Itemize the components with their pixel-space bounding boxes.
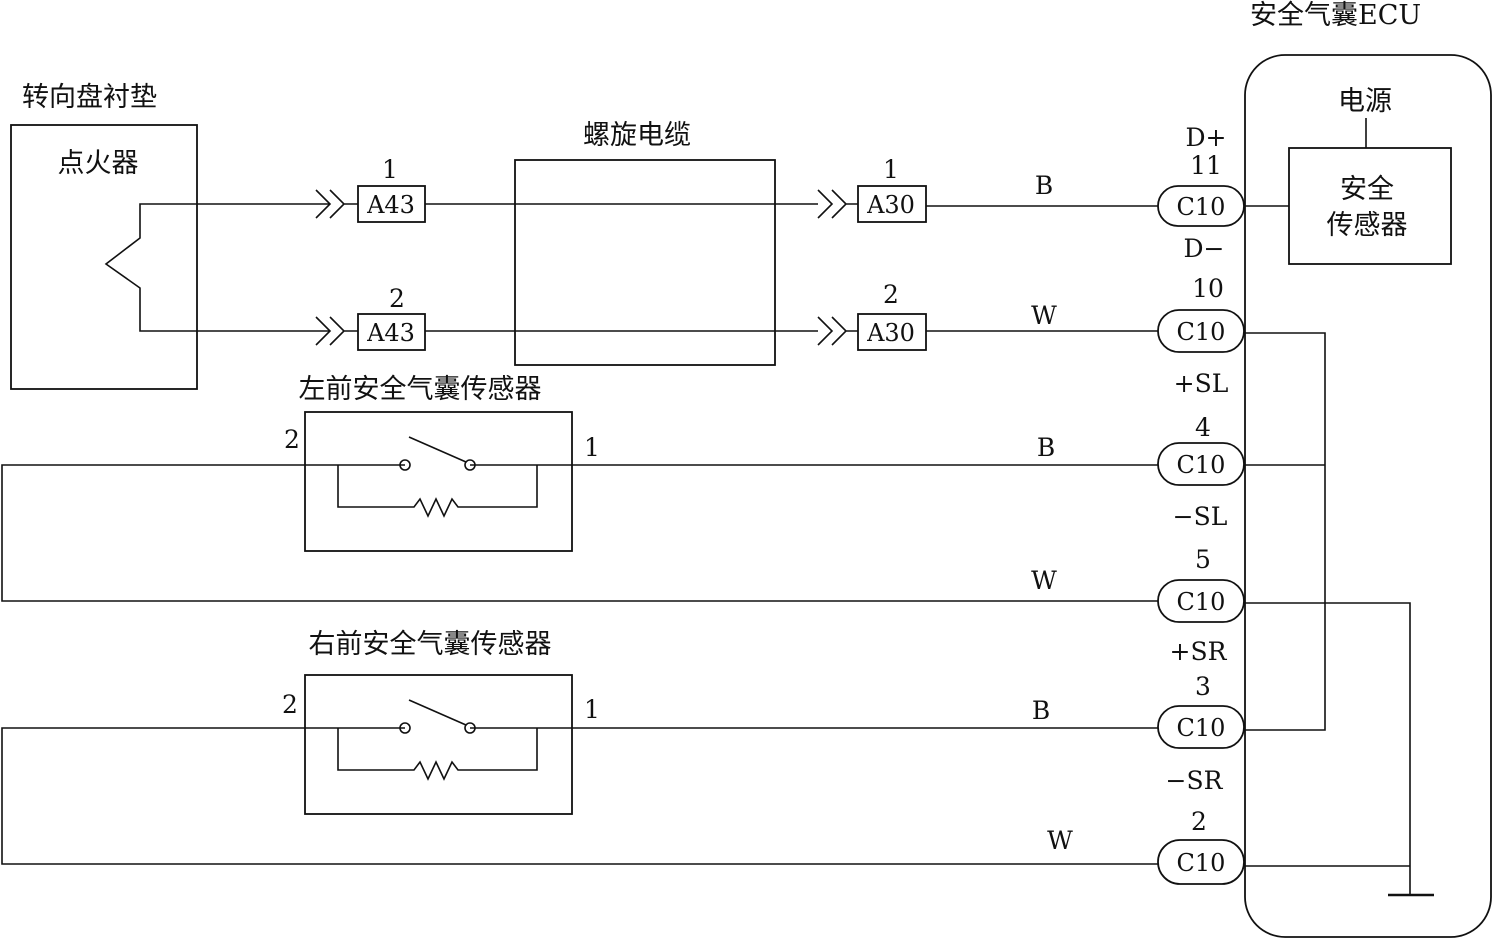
- a43-1-chevron: [315, 189, 358, 219]
- safety-sensor-box: [1288, 147, 1452, 265]
- power-label: 电源: [1338, 86, 1392, 117]
- right-sensor-pin2: 2: [282, 690, 298, 719]
- spiral-cable-box: [514, 159, 776, 366]
- left-switch-lever: [408, 436, 467, 463]
- right-resistor-branch: [337, 728, 538, 781]
- right-sensor-pin1: 1: [584, 695, 600, 724]
- ecu-enclosure: [1244, 54, 1492, 938]
- sl-minus-wire: [1, 464, 1158, 602]
- a30-2-name: A30: [866, 319, 915, 347]
- terminal-c10-11: [1157, 185, 1245, 227]
- wire-color-d-minus: W: [1031, 301, 1057, 330]
- terminal-signal-d-minus: D−: [1184, 234, 1225, 263]
- wire-color-d-plus: B: [1035, 171, 1053, 200]
- a30-1-chevron: [817, 189, 858, 219]
- terminal-pin-5: 5: [1195, 545, 1211, 574]
- terminal-c10-2: [1157, 839, 1245, 885]
- a30-2-chevron: [817, 316, 858, 346]
- left-sensor-pin2: 2: [284, 425, 300, 454]
- right-switch-contact-a: [399, 722, 411, 734]
- steering-pad-label: 转向盘衬垫: [22, 82, 157, 113]
- igniter-symbol: [104, 203, 330, 332]
- ecu-internal-ground-bus: [1244, 602, 1411, 895]
- sr-minus-wire: [1, 727, 1158, 865]
- ecu-title: 安全气囊ECU: [1250, 0, 1421, 31]
- safety-sensor-label-line1: 安全: [1340, 174, 1394, 205]
- terminal-c10-4: [1157, 442, 1245, 486]
- terminal-c10-10: [1157, 309, 1245, 353]
- wire-color-sr-plus: B: [1032, 696, 1050, 725]
- a30-2-box: [857, 313, 927, 351]
- terminal-c10-4-label: C10: [1177, 451, 1226, 479]
- terminal-pin-10: 10: [1192, 274, 1224, 303]
- right-switch-lever: [408, 699, 467, 726]
- spiral-cable-label: 螺旋电缆: [583, 120, 691, 151]
- terminal-c10-2-label: C10: [1177, 849, 1226, 877]
- a30-1-name: A30: [866, 191, 915, 219]
- right-sensor-label: 右前安全气囊传感器: [309, 629, 552, 660]
- terminal-c10-11-label: C10: [1177, 193, 1226, 221]
- terminal-c10-5-label: C10: [1177, 588, 1226, 616]
- terminal-pin-2: 2: [1191, 807, 1207, 836]
- left-sensor-box: [304, 411, 573, 552]
- right-sensor-box: [304, 674, 573, 815]
- a30-1-box: [857, 185, 927, 223]
- terminal-pin-11: 11: [1190, 151, 1222, 180]
- left-switch-contact-a: [399, 459, 411, 471]
- left-sensor-pin1: 1: [584, 433, 600, 462]
- left-sensor-label: 左前安全气囊传感器: [299, 374, 542, 405]
- terminal-pin-3: 3: [1195, 672, 1211, 701]
- steering-pad-box: [10, 124, 198, 390]
- terminal-signal-sr-minus: −SR: [1166, 766, 1224, 795]
- a30-2-pin: 2: [883, 280, 899, 309]
- a43-1-name: A43: [366, 191, 415, 219]
- terminal-c10-3-label: C10: [1177, 714, 1226, 742]
- ecu-internal-plus-bus: [1244, 332, 1326, 731]
- a43-2-box: [357, 313, 426, 351]
- terminal-signal-sl-minus: −SL: [1173, 502, 1228, 531]
- wire-color-sl-plus: B: [1037, 433, 1055, 462]
- left-switch-contact-b: [464, 459, 476, 471]
- terminal-c10-3: [1157, 705, 1245, 749]
- right-switch-contact-b: [464, 722, 476, 734]
- a43-1-pin: 1: [382, 155, 398, 184]
- a43-2-name: A43: [366, 319, 415, 347]
- terminal-signal-sr-plus: +SR: [1170, 637, 1228, 666]
- wire-color-sl-minus: W: [1031, 566, 1057, 595]
- safety-sensor-label-line2: 传感器: [1327, 210, 1408, 241]
- a43-2-pin: 2: [389, 284, 405, 313]
- left-resistor-branch: [337, 465, 538, 518]
- igniter-label: 点火器: [58, 148, 139, 179]
- terminal-c10-10-label: C10: [1177, 318, 1226, 346]
- terminal-c10-5: [1157, 579, 1245, 623]
- a43-2-chevron: [315, 316, 358, 346]
- terminal-signal-d-plus: D+: [1186, 123, 1227, 152]
- a30-1-pin: 1: [883, 155, 899, 184]
- terminal-pin-4: 4: [1195, 413, 1211, 442]
- wire-color-sr-minus: W: [1047, 826, 1073, 855]
- terminal-signal-sl-plus: +SL: [1174, 369, 1229, 398]
